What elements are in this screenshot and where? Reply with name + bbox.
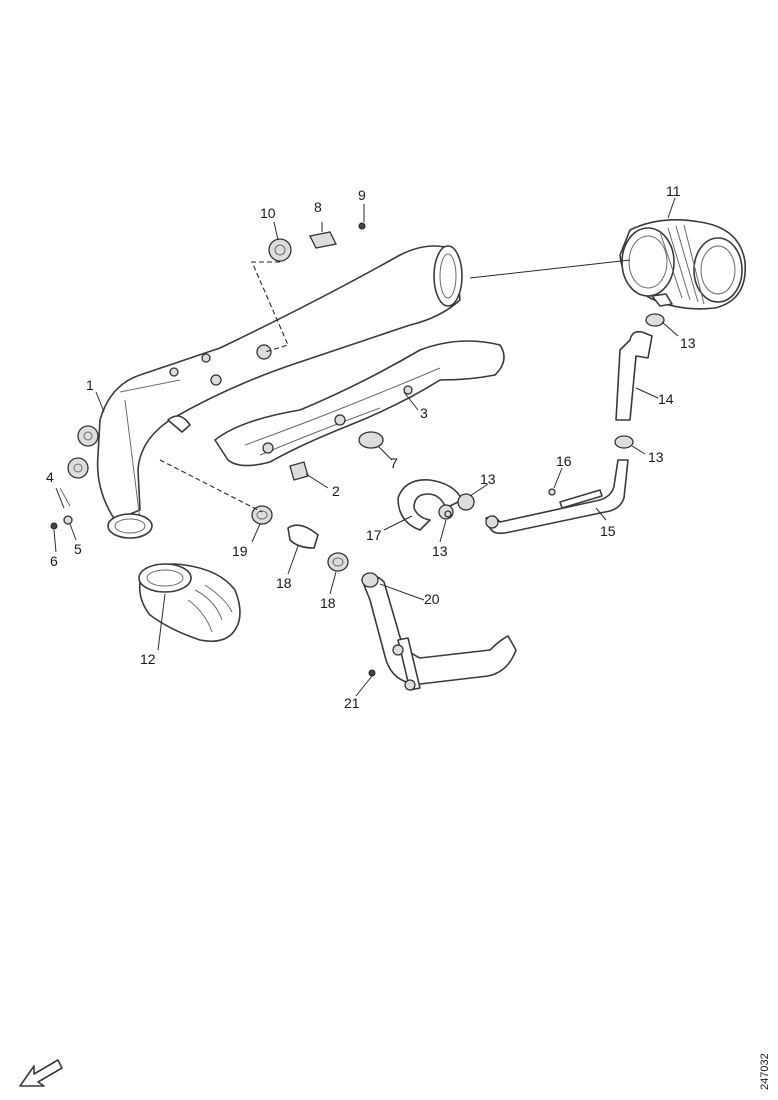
callout-11: 11 <box>666 183 681 199</box>
part-3-heat-shield <box>214 340 505 467</box>
parts-18-19-clamps <box>251 505 349 572</box>
part-14-hose <box>614 313 665 449</box>
callout-12: 12 <box>140 651 156 667</box>
callout-17: 17 <box>366 527 382 543</box>
callout-21: 21 <box>344 695 360 711</box>
callout-9: 9 <box>358 187 366 203</box>
callout-2: 2 <box>332 483 340 499</box>
part-20-bent-pipe <box>361 572 517 691</box>
callout-15: 15 <box>600 523 616 539</box>
callout-5: 5 <box>74 541 82 557</box>
small-hardware <box>50 222 452 677</box>
callout-10: 10 <box>260 205 276 221</box>
part-12-elbow-hose <box>138 563 241 643</box>
callout-18-right: 18 <box>320 595 336 611</box>
part-17-elbow <box>397 479 475 531</box>
part-15-tube <box>485 459 629 535</box>
callout-6: 6 <box>50 553 58 569</box>
main-charge-pipe <box>96 245 463 539</box>
callout-13-mid: 13 <box>648 449 664 465</box>
leader-lines <box>53 197 679 697</box>
callout-7: 7 <box>390 455 398 471</box>
callout-13-top: 13 <box>680 335 696 351</box>
part-11-filter-outlet <box>619 218 747 310</box>
callout-16: 16 <box>556 453 572 469</box>
callout-18-left: 18 <box>276 575 292 591</box>
callout-14: 14 <box>658 391 674 407</box>
callout-13-upper-small: 13 <box>480 471 496 487</box>
callout-8: 8 <box>314 199 322 215</box>
callout-1: 1 <box>86 377 94 393</box>
callout-4: 4 <box>46 469 54 485</box>
direction-arrow-icon <box>19 1059 63 1087</box>
document-id: 247032 <box>759 1053 771 1090</box>
callout-3: 3 <box>420 405 428 421</box>
callout-13-lower-small: 13 <box>432 543 448 559</box>
callout-19: 19 <box>232 543 248 559</box>
callout-20: 20 <box>424 591 440 607</box>
callout-labels: 1 2 3 4 5 6 7 8 9 10 11 12 13 13 13 13 1… <box>46 183 696 711</box>
